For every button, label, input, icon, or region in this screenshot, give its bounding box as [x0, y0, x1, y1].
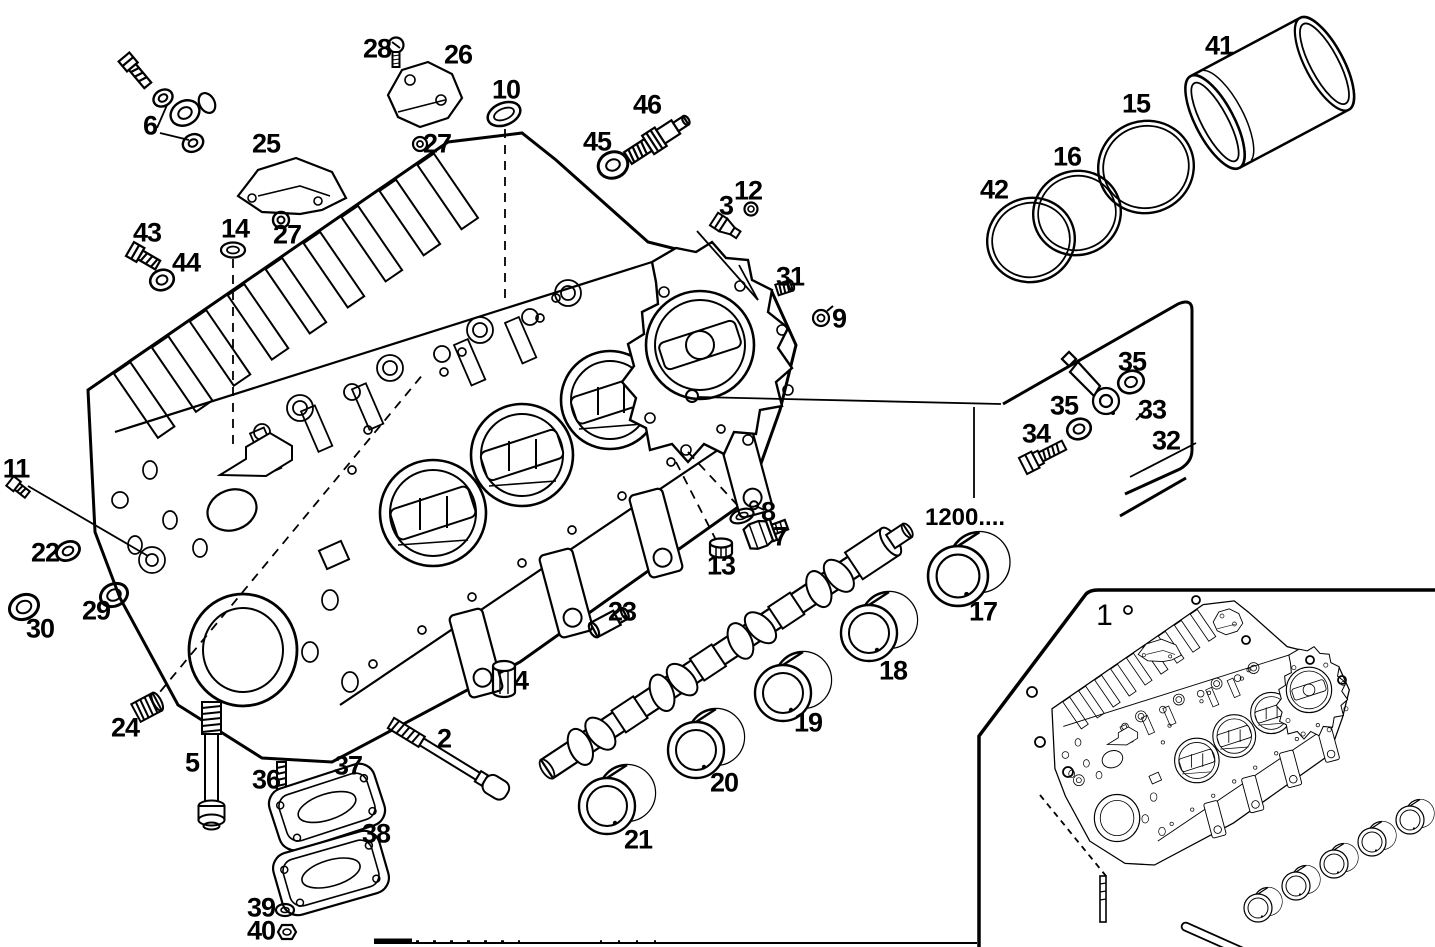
stud-5 — [197, 701, 226, 831]
plug-24 — [129, 691, 165, 724]
inset-cylinder-block — [1026, 595, 1435, 947]
bushing-19 — [753, 650, 833, 723]
plug-23 — [587, 606, 630, 639]
camshaft — [538, 522, 914, 780]
washer-45 — [596, 150, 630, 180]
ring-9 — [811, 305, 834, 328]
bolt-7 — [742, 517, 790, 550]
washer-27-left — [271, 210, 291, 230]
sensor-46 — [622, 114, 691, 166]
bolt-11 — [4, 474, 32, 500]
o-ring-42 — [985, 196, 1077, 284]
bracket-26 — [386, 60, 464, 129]
o-ring-16 — [1031, 169, 1123, 257]
bushing-17 — [926, 530, 1011, 608]
bolt-43 — [124, 240, 162, 271]
nut-40 — [276, 923, 298, 941]
oil-jet-assembly — [1017, 350, 1146, 476]
bushing-21 — [577, 763, 657, 836]
page-bottom-rule — [374, 938, 977, 944]
plug-4 — [491, 659, 517, 699]
washer-27-right — [411, 135, 429, 153]
ring-12 — [743, 201, 759, 217]
ring-29 — [98, 581, 130, 609]
inset-block-border — [977, 588, 1435, 947]
stud-31 — [774, 278, 796, 297]
bushing-18 — [839, 590, 919, 663]
inset-bushings — [1243, 798, 1435, 923]
washer-35-lower — [1065, 417, 1093, 441]
bushing-20 — [666, 707, 746, 780]
bolt-34 — [1017, 439, 1068, 476]
bolt-washer-fitting-6 — [117, 50, 217, 154]
seal-10 — [486, 100, 522, 128]
ring-30 — [7, 592, 41, 622]
washer-clip-8 — [729, 500, 765, 525]
washer-44 — [148, 268, 176, 292]
screw-28 — [387, 36, 405, 68]
washer-35-upper — [1116, 369, 1146, 395]
cap-14 — [219, 241, 247, 259]
o-ring-15 — [1096, 119, 1196, 215]
nut-13 — [708, 537, 734, 559]
inset-oil-jet-border — [1002, 300, 1194, 518]
ring-22 — [55, 539, 81, 563]
bracket-25 — [236, 156, 348, 216]
jet-33 — [1060, 350, 1121, 416]
washer-39 — [274, 902, 296, 918]
cylinder-liner-41 — [1184, 15, 1356, 171]
bolt-2 — [386, 716, 511, 801]
plug-3 — [708, 211, 742, 240]
